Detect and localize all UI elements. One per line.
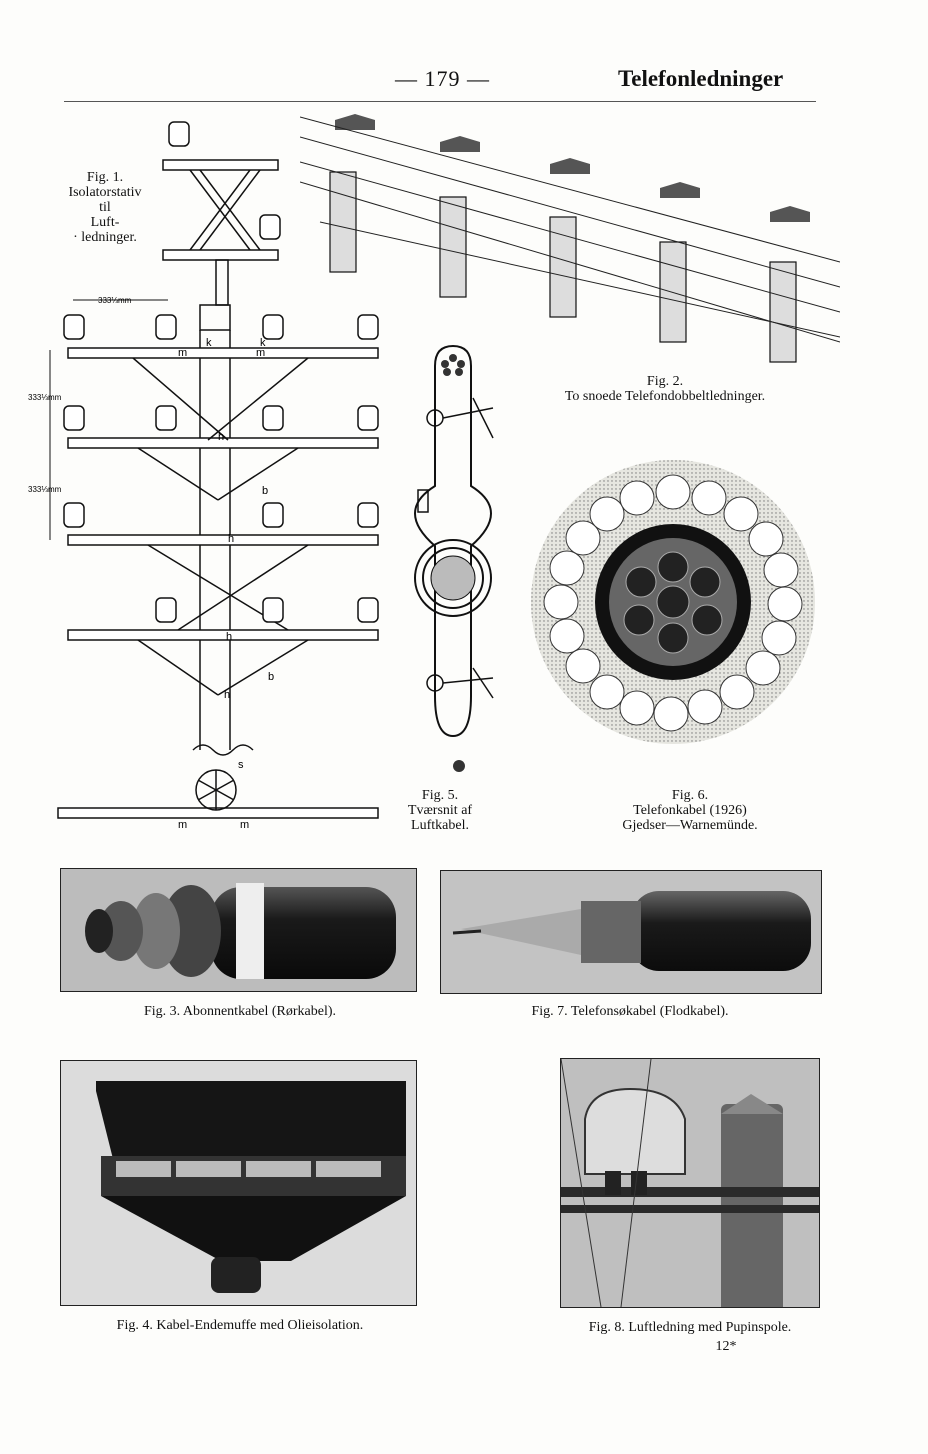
fig6-line: Gjedser—Warnemünde.	[622, 818, 758, 833]
fig1-letter: k	[206, 337, 212, 349]
fig2-caption: Fig. 2. To snoede Telefondobbeltledninge…	[530, 374, 800, 404]
fig8-caption: Fig. 8. Luftledning med Pupinspole.	[588, 1320, 792, 1335]
fig8-pupin-coil-photo	[560, 1058, 820, 1308]
fig1-dim-left: 333⅓mm	[28, 485, 62, 494]
fig5-caption: Fig. 5. Tværsnit af Luftkabel.	[395, 788, 485, 833]
fig1-letter: h	[218, 431, 224, 443]
fig1-letter: b	[262, 485, 268, 497]
fig6-caption: Fig. 6. Telefonkabel (1926) Gjedser—Warn…	[600, 788, 780, 833]
header-rule	[64, 101, 816, 102]
fig1-letter: m	[256, 347, 265, 359]
fig7-caption: Fig. 7. Telefonsøkabel (Flodkabel).	[531, 1004, 729, 1019]
fig1-line: Luft-	[90, 215, 120, 230]
fig1-letter: s	[238, 759, 244, 771]
fig1-letter: h	[228, 533, 234, 545]
fig5-cable-cross-section-drawing	[414, 344, 494, 772]
fig1-line: · ledninger.	[73, 230, 137, 245]
fig1-label: Fig. 1.	[86, 170, 124, 185]
fig3-caption: Fig. 3. Abonnentkabel (Rørkabel).	[143, 1004, 337, 1019]
fig6-label: Fig. 6.	[671, 788, 709, 803]
fig5-line: Luftkabel.	[411, 818, 469, 833]
signature-mark: 12*	[715, 1339, 737, 1354]
fig2-text: To snoede Telefondobbeltledninger.	[564, 389, 766, 404]
page-number: — 179 —	[395, 66, 490, 91]
fig1-caption: Fig. 1. Isolatorstativ til Luft- · ledni…	[40, 170, 170, 245]
page-title: Telefonledninger	[618, 66, 784, 91]
fig7-river-cable-photo	[440, 870, 822, 994]
fig5-line: Tværsnit af	[407, 803, 473, 818]
fig2-poles-drawing	[300, 114, 840, 363]
fig1-letter: m	[178, 819, 187, 830]
fig4-cable-end-sleeve-photo	[60, 1060, 417, 1306]
fig1-line: til	[99, 200, 111, 215]
fig1-line: Isolatorstativ	[68, 185, 142, 200]
fig1-dim-left: 333⅓mm	[28, 393, 62, 402]
fig1-letter: b	[268, 671, 274, 683]
fig2-label: Fig. 2.	[646, 374, 684, 389]
fig1-letter: k	[260, 337, 266, 349]
fig1-letter: h	[224, 689, 230, 701]
fig5-label: Fig. 5.	[421, 788, 459, 803]
fig6-cable-cross-section-drawing	[531, 460, 815, 744]
fig4-caption: Fig. 4. Kabel-Endemuffe med Olieisolatio…	[116, 1318, 364, 1333]
fig1-dim-top: 333⅓mm	[98, 296, 132, 305]
fig1-insulator-stand-drawing: 333⅓mm 333⅓mm 333⅓mm k k m m h b h h b h…	[28, 121, 379, 830]
fig1-letter: m	[240, 819, 249, 830]
fig3-subscriber-cable-photo	[60, 868, 417, 992]
fig1-letter: h	[226, 631, 232, 643]
fig1-letter: m	[178, 347, 187, 359]
fig6-line: Telefonkabel (1926)	[633, 803, 747, 818]
